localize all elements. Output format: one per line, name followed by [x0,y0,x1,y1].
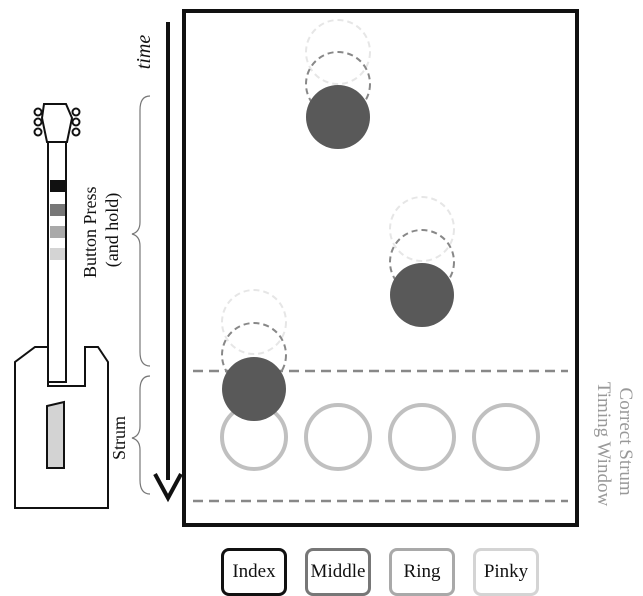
note-index [221,289,287,421]
time-label: time [133,35,155,70]
guitar-pickguard [46,400,65,469]
fret-pinky [50,248,65,260]
note-ghost-far [221,289,287,355]
finger-label-index: Index [232,561,276,582]
note-head [222,357,286,421]
button-press-line-2: (and hold) [102,193,123,267]
target-ring [388,403,456,471]
button-press-line-1: Button Press [80,186,100,278]
button-press-brace [131,95,151,367]
timing-window-line-2: Timing Window [593,382,614,507]
strum-label: Strum [109,416,129,460]
finger-button-middle[interactable]: Middle [305,548,371,596]
note-ghost-far [389,196,455,262]
note-ring [389,196,455,327]
fret-index [50,180,65,192]
note-highway [182,9,579,527]
button-press-label: Button Press (and hold) [80,182,123,278]
strum-brace [131,375,151,495]
guitar-neck [47,141,67,383]
fret-ring [50,226,65,238]
timing-window-line-1: Correct Strum [615,388,636,496]
target-pinky [472,403,540,471]
guitar-headstock [40,103,74,143]
fret-middle [50,204,65,216]
tuning-pegs [33,107,81,137]
note-head [390,263,454,327]
finger-button-ring[interactable]: Ring [389,548,455,596]
guitar-icon [14,103,109,509]
finger-label-middle: Middle [310,561,366,582]
note-head [306,85,370,149]
finger-button-index[interactable]: Index [221,548,287,596]
timing-window-label: Correct Strum Timing Window [593,382,636,507]
finger-label-ring: Ring [403,561,441,582]
note-ghost-far [305,19,371,85]
finger-label-pinky: Pinky [483,561,529,582]
time-arrow-head [153,473,183,503]
finger-button-pinky[interactable]: Pinky [473,548,539,596]
target-middle [304,403,372,471]
note-middle [305,19,371,149]
